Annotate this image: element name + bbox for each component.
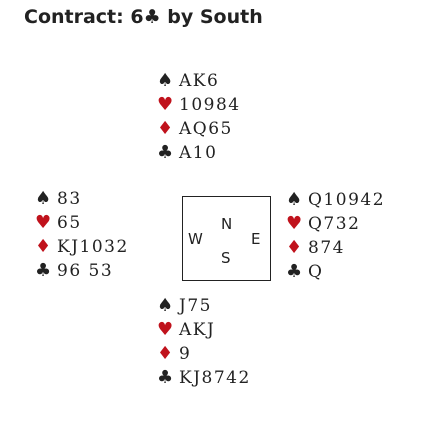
- club-icon: ♣: [157, 142, 175, 163]
- south-clubs-cards: KJ8742: [179, 368, 251, 388]
- north-hearts-line: ♥10984: [157, 93, 241, 117]
- east-hand: ♠Q10942 ♥Q732 ♦874 ♣Q: [286, 188, 385, 284]
- compass-box: N W E S: [182, 196, 271, 281]
- contract-prefix: Contract:: [24, 6, 131, 28]
- diamond-icon: ♦: [157, 118, 175, 139]
- north-diamonds-cards: AQ65: [179, 119, 233, 139]
- club-icon: ♣: [157, 367, 175, 388]
- south-diamonds-cards: 9: [179, 344, 192, 364]
- south-diamonds-line: ♦9: [157, 342, 251, 366]
- compass-east: E: [251, 230, 261, 248]
- east-hearts-line: ♥Q732: [286, 212, 385, 236]
- heart-icon: ♥: [157, 319, 175, 340]
- north-spades-cards: AK6: [179, 71, 220, 91]
- compass-west: W: [188, 230, 203, 248]
- west-diamonds-cards: KJ1032: [57, 237, 129, 257]
- south-hand: ♠J75 ♥AKJ ♦9 ♣KJ8742: [157, 294, 251, 390]
- spade-icon: ♠: [286, 189, 304, 210]
- diamond-icon: ♦: [157, 343, 175, 364]
- east-spades-line: ♠Q10942: [286, 188, 385, 212]
- north-hearts-cards: 10984: [179, 95, 241, 115]
- west-spades-line: ♠83: [35, 187, 129, 211]
- heart-icon: ♥: [286, 213, 304, 234]
- west-hearts-line: ♥65: [35, 211, 129, 235]
- north-clubs-cards: A10: [179, 143, 218, 163]
- north-diamonds-line: ♦AQ65: [157, 117, 241, 141]
- north-clubs-line: ♣A10: [157, 141, 241, 165]
- east-clubs-cards: Q: [308, 262, 324, 282]
- diamond-icon: ♦: [35, 236, 53, 257]
- east-spades-cards: Q10942: [308, 190, 386, 210]
- heart-icon: ♥: [157, 94, 175, 115]
- club-icon: ♣: [35, 260, 53, 281]
- south-spades-line: ♠J75: [157, 294, 251, 318]
- south-hearts-cards: AKJ: [179, 320, 216, 340]
- compass-north: N: [221, 215, 233, 233]
- club-icon: ♣: [143, 6, 161, 28]
- contract-suffix: by South: [160, 6, 263, 28]
- spade-icon: ♠: [35, 188, 53, 209]
- west-hearts-cards: 65: [57, 213, 82, 233]
- east-diamonds-line: ♦874: [286, 236, 385, 260]
- west-diamonds-line: ♦KJ1032: [35, 235, 129, 259]
- diamond-icon: ♦: [286, 237, 304, 258]
- contract-level: 6: [130, 6, 144, 28]
- spade-icon: ♠: [157, 295, 175, 316]
- west-spades-cards: 83: [57, 189, 82, 209]
- east-diamonds-cards: 874: [308, 238, 345, 258]
- compass-south: S: [221, 249, 231, 267]
- contract-title: Contract: 6♣ by South: [24, 6, 263, 28]
- east-clubs-line: ♣Q: [286, 260, 385, 284]
- heart-icon: ♥: [35, 212, 53, 233]
- west-hand: ♠83 ♥65 ♦KJ1032 ♣96 53: [35, 187, 129, 283]
- south-hearts-line: ♥AKJ: [157, 318, 251, 342]
- north-hand: ♠AK6 ♥10984 ♦AQ65 ♣A10: [157, 69, 241, 165]
- east-hearts-cards: Q732: [308, 214, 361, 234]
- spade-icon: ♠: [157, 70, 175, 91]
- south-spades-cards: J75: [179, 296, 212, 316]
- west-clubs-line: ♣96 53: [35, 259, 129, 283]
- south-clubs-line: ♣KJ8742: [157, 366, 251, 390]
- west-clubs-cards: 96 53: [57, 261, 114, 281]
- north-spades-line: ♠AK6: [157, 69, 241, 93]
- club-icon: ♣: [286, 261, 304, 282]
